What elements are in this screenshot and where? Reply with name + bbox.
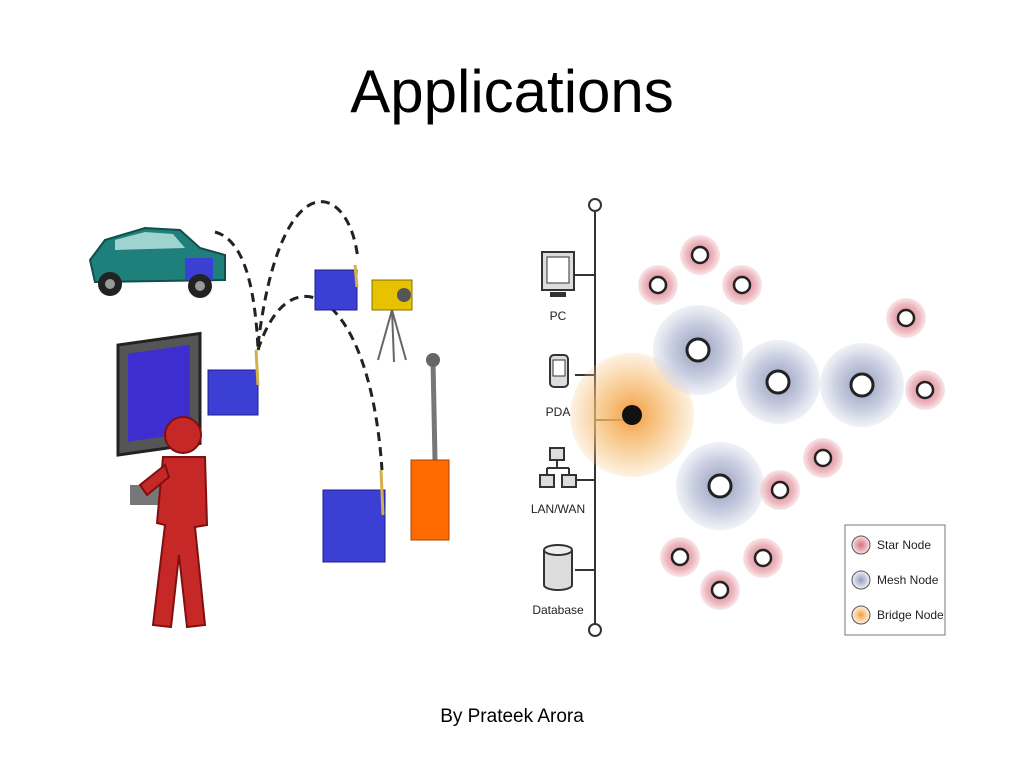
legend: Star Node Mesh Node Bridge Node [844, 524, 946, 636]
network-topology-diagram: PC PDA LAN/WAN Database [531, 198, 946, 637]
pc-icon [541, 251, 575, 297]
wireless-sensor-illustration [88, 200, 450, 629]
lan-wan-label: LAN/WAN [531, 502, 585, 516]
bridge-node-cluster [570, 353, 694, 477]
mesh-node-legend-icon [851, 570, 871, 590]
antenna-device-icon [410, 353, 450, 541]
bridge-node-legend-icon [851, 605, 871, 625]
lan-wan-icon [539, 447, 577, 488]
database-label: Database [532, 603, 584, 617]
legend-star-node: Star Node [877, 538, 931, 552]
mesh-nodes [653, 305, 904, 530]
person-icon [138, 416, 209, 629]
radio-links [214, 200, 384, 471]
database-icon [543, 544, 573, 591]
pda-icon [549, 354, 569, 388]
star-nodes [638, 235, 945, 610]
pc-label: PC [550, 309, 567, 323]
star-node-legend-icon [851, 535, 871, 555]
legend-bridge-node: Bridge Node [877, 608, 944, 622]
pda-label: PDA [546, 405, 571, 419]
device-sensor-box [322, 469, 386, 563]
car-icon [88, 226, 226, 298]
camera-icon [371, 279, 413, 363]
slide-footer: By Prateek Arora [440, 706, 584, 727]
slide-title: Applications [350, 58, 674, 125]
camera-sensor-box [314, 264, 359, 311]
legend-mesh-node: Mesh Node [877, 573, 939, 587]
pc-sensor-box [207, 349, 260, 416]
